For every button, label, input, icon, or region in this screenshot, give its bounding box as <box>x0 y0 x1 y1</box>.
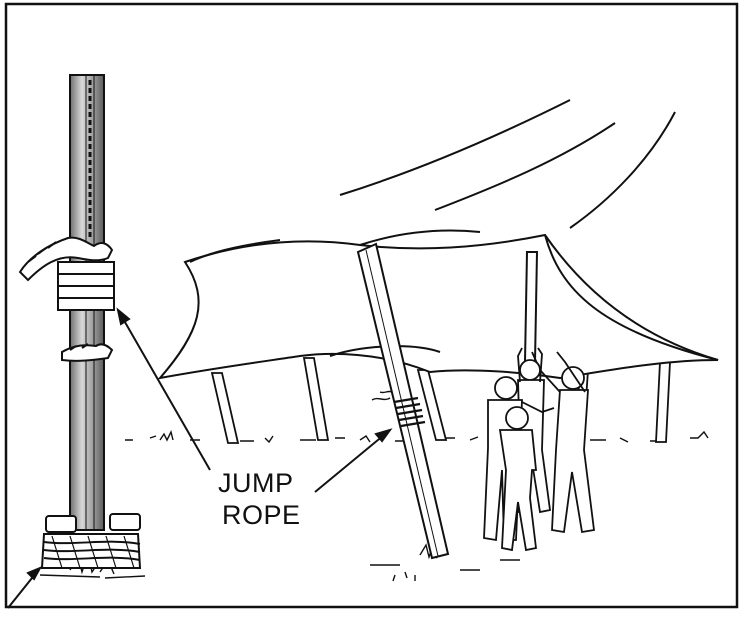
people-group <box>484 348 594 550</box>
jump-rope-label-line-2: ROPE <box>222 500 301 530</box>
upright-tent-pole <box>525 252 537 362</box>
jump-rope-label-line-1: JUMP <box>218 468 294 498</box>
tent-canvas <box>160 100 718 378</box>
